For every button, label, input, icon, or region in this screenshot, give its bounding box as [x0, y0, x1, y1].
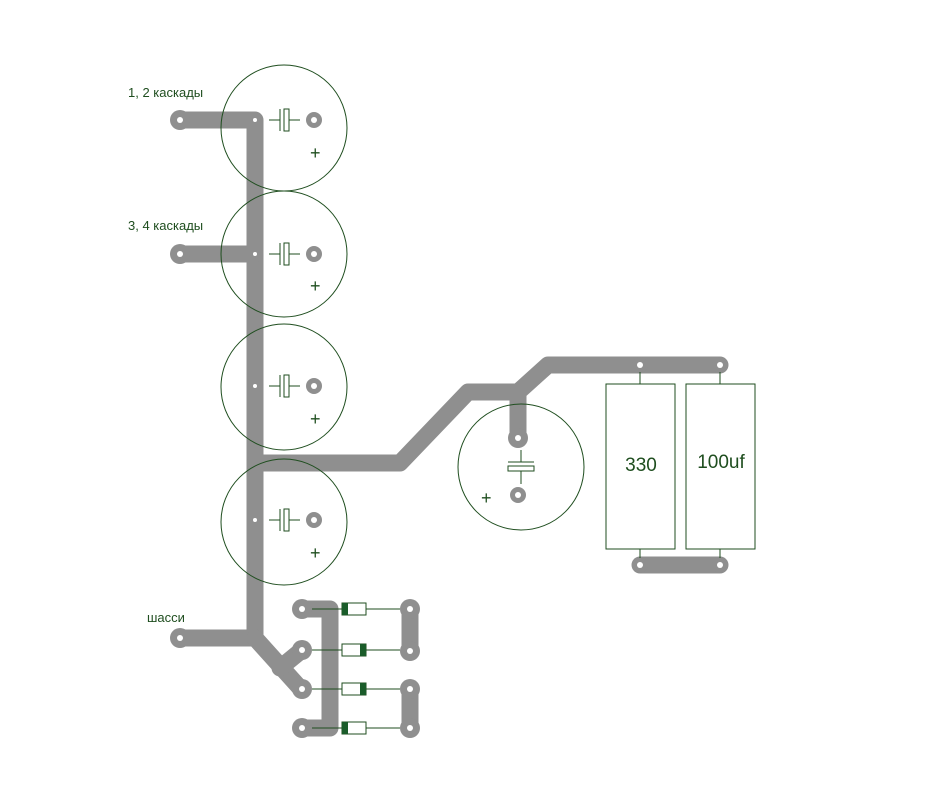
- via: [253, 118, 257, 122]
- electrolytic-capacitor-3: [220, 323, 348, 451]
- pad: [170, 628, 190, 648]
- pad: [400, 679, 420, 699]
- electrolytic-capacitor-2: [220, 190, 348, 318]
- diode-bridge: [312, 602, 400, 735]
- label-chassis: шасси: [147, 610, 185, 625]
- polarity-mark-1: +: [310, 143, 321, 163]
- pad: [632, 357, 648, 373]
- pad: [292, 640, 312, 660]
- via: [253, 518, 257, 522]
- label-cascades-1-2: 1, 2 каскады: [128, 85, 203, 100]
- pad: [292, 599, 312, 619]
- pad: [400, 599, 420, 619]
- pad: [510, 487, 526, 503]
- resistor-value-label: 330: [625, 455, 657, 476]
- polarity-mark-3: +: [310, 409, 321, 429]
- capacitor-100uf: [685, 372, 756, 558]
- electrolytic-capacitor-4: [220, 458, 348, 586]
- label-cascades-3-4: 3, 4 каскады: [128, 218, 203, 233]
- via: [253, 252, 257, 256]
- polarity-mark-4: +: [310, 543, 321, 563]
- pad: [632, 557, 648, 573]
- diode-4: [312, 721, 400, 735]
- capacitor-value-label: 100uf: [697, 452, 745, 473]
- filter-capacitor: [457, 403, 585, 531]
- pad: [400, 641, 420, 661]
- diode-1: [312, 602, 400, 616]
- pads: [170, 110, 728, 738]
- trace-diode-left: [293, 600, 339, 737]
- electrolytic-capacitor-1: [220, 64, 348, 192]
- trace-bus-to-filter: [246, 356, 729, 472]
- diode-2: [312, 643, 400, 657]
- traces: [171, 111, 729, 737]
- resistor-330: [605, 372, 676, 558]
- polarity-mark-filter: +: [481, 488, 492, 508]
- pad: [712, 557, 728, 573]
- pad: [170, 110, 190, 130]
- via: [253, 384, 257, 388]
- diode-3: [312, 682, 400, 696]
- pad: [292, 718, 312, 738]
- pad: [712, 357, 728, 373]
- pad: [170, 244, 190, 264]
- trace-main-bus: [171, 111, 264, 647]
- pad: [400, 718, 420, 738]
- pad: [292, 679, 312, 699]
- pad: [508, 428, 528, 448]
- polarity-mark-2: +: [310, 276, 321, 296]
